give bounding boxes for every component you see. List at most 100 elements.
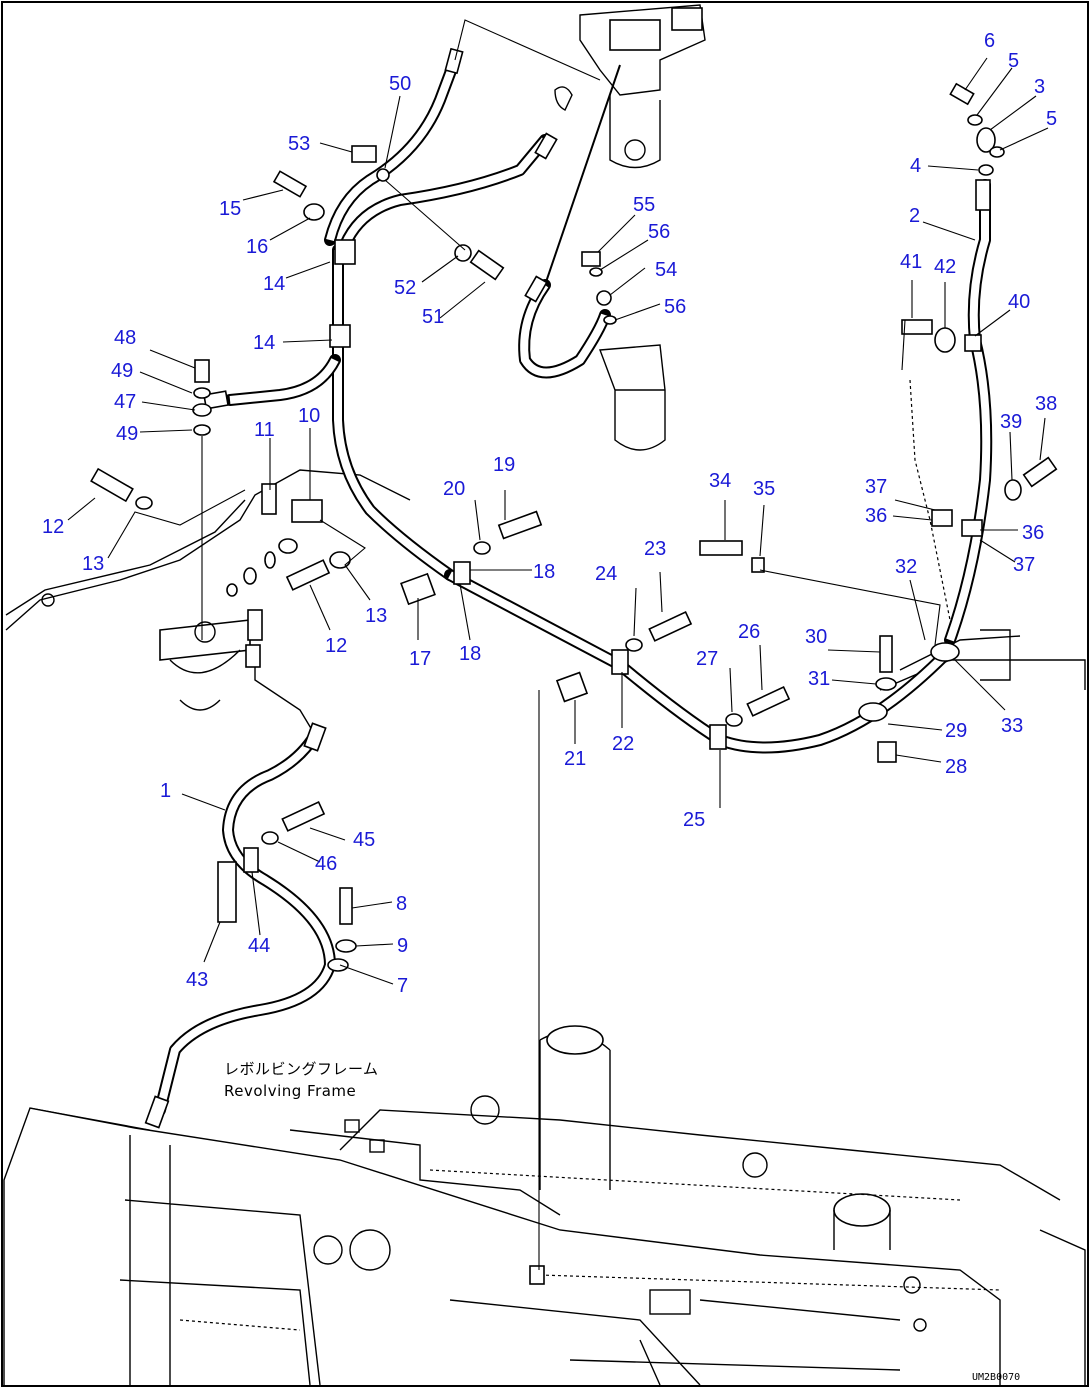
callout-39[interactable]: 39 [1000,411,1022,433]
caption-en: Revolving Frame [224,1082,356,1100]
callout-15[interactable]: 15 [219,198,241,220]
washer-24 [625,638,643,652]
valve-fitting [247,609,263,641]
callout-41[interactable]: 41 [900,251,922,273]
callout-49[interactable]: 49 [111,360,133,382]
callout-53[interactable]: 53 [288,133,310,155]
callout-51[interactable]: 51 [422,306,444,328]
callout-56[interactable]: 56 [648,221,670,243]
callout-43[interactable]: 43 [186,969,208,991]
washer-27 [725,713,743,727]
bolt-8 [339,887,353,925]
clamp-11 [261,483,277,515]
callout-45[interactable]: 45 [353,829,375,851]
nut-35 [751,557,765,573]
callout-52[interactable]: 52 [394,277,416,299]
spacer-28 [877,741,897,763]
bolt-48 [194,359,210,383]
callout-29[interactable]: 29 [945,720,967,742]
callout-50[interactable]: 50 [389,73,411,95]
callout-8[interactable]: 8 [396,893,407,915]
callout-28[interactable]: 28 [945,756,967,778]
callout-3[interactable]: 3 [1034,76,1045,98]
clamp-33 [930,642,960,662]
callout-56[interactable]: 56 [664,296,686,318]
callout-12[interactable]: 12 [42,516,64,538]
spacer-21 [555,671,589,703]
callout-24[interactable]: 24 [595,563,617,585]
leader-lines [29,19,1049,1270]
callout-17[interactable]: 17 [409,648,431,670]
washer-9 [335,939,357,953]
plug-55 [581,251,601,267]
callout-1[interactable]: 1 [160,780,171,802]
callout-labels: 1 2 3 4 5 5 6 7 8 9 10 11 12 12 13 13 14… [42,30,1057,997]
callout-25[interactable]: 25 [683,809,705,831]
callout-40[interactable]: 40 [1008,291,1030,313]
callout-14[interactable]: 14 [263,273,285,295]
callout-38[interactable]: 38 [1035,393,1057,415]
clamp-7 [327,958,349,972]
callout-16[interactable]: 16 [246,236,268,258]
callout-23[interactable]: 23 [644,538,666,560]
callout-9[interactable]: 9 [397,935,408,957]
callout-13[interactable]: 13 [82,553,104,575]
callout-37[interactable]: 37 [865,476,887,498]
bolt-41 [901,319,933,335]
callout-49[interactable]: 49 [116,423,138,445]
spacer-17 [400,572,436,606]
bolt-45 [281,801,326,832]
callout-44[interactable]: 44 [248,935,270,957]
callout-13[interactable]: 13 [365,605,387,627]
callout-37[interactable]: 37 [1013,554,1035,576]
callout-55[interactable]: 55 [633,194,655,216]
fittings [90,47,1058,1285]
callout-5[interactable]: 5 [1046,108,1057,130]
callout-2[interactable]: 2 [909,205,920,227]
hoses [154,54,993,1116]
callout-30[interactable]: 30 [805,626,827,648]
callout-18[interactable]: 18 [459,643,481,665]
clamp-53 [351,145,377,163]
callout-20[interactable]: 20 [443,478,465,500]
callout-26[interactable]: 26 [738,621,760,643]
callout-33[interactable]: 33 [1001,715,1023,737]
callout-32[interactable]: 32 [895,556,917,578]
washer-39 [1004,479,1022,501]
callout-11[interactable]: 11 [254,419,275,441]
callout-27[interactable]: 27 [696,648,718,670]
washer-13b [329,551,351,569]
right-filter [599,344,666,451]
callout-42[interactable]: 42 [934,256,956,278]
callout-21[interactable]: 21 [564,748,586,770]
callout-31[interactable]: 31 [808,668,830,690]
washer-13a [135,496,153,510]
callout-35[interactable]: 35 [753,478,775,500]
clamp-44 [243,847,259,873]
callout-19[interactable]: 19 [493,454,515,476]
callout-36[interactable]: 36 [865,505,887,527]
bolt-19 [497,510,543,540]
callout-48[interactable]: 48 [114,327,136,349]
callout-14[interactable]: 14 [253,332,275,354]
callout-46[interactable]: 46 [315,853,337,875]
callout-22[interactable]: 22 [612,733,634,755]
callout-7[interactable]: 7 [397,975,408,997]
callout-5[interactable]: 5 [1008,50,1019,72]
callout-54[interactable]: 54 [655,259,677,281]
callout-34[interactable]: 34 [709,470,731,492]
left-filter [159,619,251,711]
caption-jp: レボルビングフレーム [224,1060,379,1078]
callout-36[interactable]: 36 [1022,522,1044,544]
callout-12[interactable]: 12 [325,635,347,657]
clamp-43 [217,861,237,923]
callout-10[interactable]: 10 [298,405,320,427]
callout-47[interactable]: 47 [114,391,136,413]
bolt-34 [699,540,743,556]
washer-20 [473,541,491,555]
callout-6[interactable]: 6 [984,30,995,52]
callout-18[interactable]: 18 [533,561,555,583]
callout-4[interactable]: 4 [910,155,921,177]
